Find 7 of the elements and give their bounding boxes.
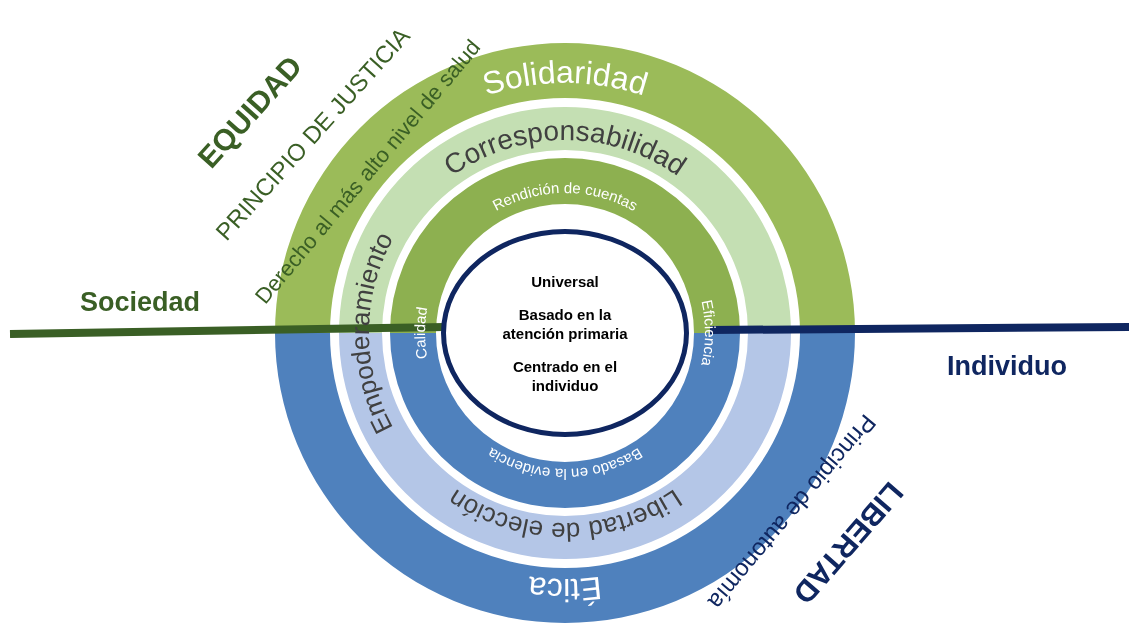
ring-label: Solidaridad xyxy=(478,54,652,103)
center-text: Centrado en el individuo xyxy=(511,356,619,395)
text-label: Sociedad xyxy=(80,286,200,318)
ring-label: Ética xyxy=(526,569,604,609)
text-label: Individuo xyxy=(947,350,1067,382)
center-text: Universal xyxy=(530,271,600,291)
center-text: Basado en la atención primaria xyxy=(501,304,629,343)
